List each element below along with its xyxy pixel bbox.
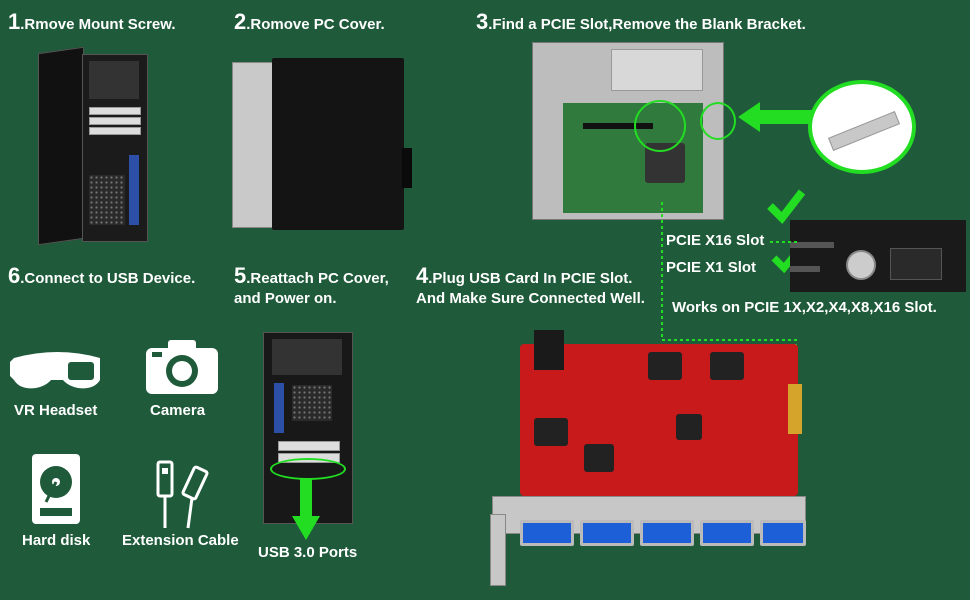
inductor — [534, 418, 568, 446]
usb-3-port — [580, 520, 634, 546]
pc-rear-with-card-image — [263, 332, 353, 524]
works-on-text: Works on PCIE 1X,X2,X4,X8,X16 Slot. — [672, 299, 937, 316]
usb-3-port — [760, 520, 806, 546]
vr-headset-icon — [10, 352, 100, 389]
inductor — [584, 444, 614, 472]
extension-cable-icon — [156, 460, 209, 529]
pcie-x16-slot-label: PCIE X16 Slot — [666, 232, 765, 249]
inductor — [710, 352, 744, 380]
pcie-gold-connector — [788, 384, 802, 434]
vr-headset-label: VR Headset — [14, 402, 98, 419]
pcie-slot-highlight-circle — [634, 100, 686, 152]
step-4-label: 4.Plug USB Card In PCIE Slot. And Make S… — [416, 263, 645, 309]
side-cover-panel — [272, 58, 404, 230]
controller-chip — [676, 414, 702, 440]
board-chip — [890, 248, 942, 280]
pc-cover-removal-image — [232, 58, 412, 230]
step-6-number: 6 — [8, 263, 21, 288]
usb-3-port — [640, 520, 694, 546]
step-4-number: 4 — [416, 263, 429, 288]
usb-3-port — [700, 520, 754, 546]
step-4-line2: And Make Sure Connected Well. — [416, 290, 645, 307]
psu-area — [272, 339, 342, 375]
pc-tower-rear-image — [38, 46, 148, 246]
camera-label: Camera — [150, 402, 206, 419]
step-2-number: 2 — [234, 9, 247, 34]
x1-slot — [790, 266, 820, 272]
usb-ports-highlight-ring — [270, 458, 346, 480]
pcie-x1-slot-label: PCIE X1 Slot — [666, 259, 757, 276]
blank-bracket-image — [808, 80, 916, 174]
expansion-slot-cover — [278, 441, 340, 451]
step-1-number: 1 — [8, 9, 21, 34]
tower-side-panel — [38, 46, 84, 246]
extension-cable-label: Extension Cable — [122, 532, 239, 549]
step-1-text: .Rmove Mount Screw. — [20, 16, 176, 33]
down-arrow-icon — [292, 478, 320, 540]
step-6-label: 6.Connect to USB Device. — [8, 263, 196, 289]
tower-back-panel — [82, 54, 148, 242]
open-pc-motherboard-image — [532, 42, 724, 220]
power-supply-unit — [611, 49, 703, 91]
step-1-label: 1.Rmove Mount Screw. — [8, 9, 176, 35]
expansion-slot-cover — [89, 127, 141, 135]
motherboard-closeup-image — [790, 220, 966, 292]
expansion-slot-cover — [89, 107, 141, 115]
bracket-metal — [827, 111, 901, 151]
blank-bracket-highlight-circle — [700, 102, 736, 140]
usb-ports-label: USB 3.0 Ports — [258, 544, 358, 561]
inductor — [648, 352, 682, 380]
usb-3-port — [520, 520, 574, 546]
step-5-label: 5.Reattach PC Cover, and Power on. — [234, 263, 389, 309]
cmos-battery — [846, 250, 876, 280]
fan-grill — [292, 385, 332, 421]
hard-disk-label: Hard disk — [22, 532, 91, 549]
step-5-number: 5 — [234, 263, 247, 288]
step-3-number: 3 — [476, 9, 489, 34]
step-2-label: 2.Romove PC Cover. — [234, 9, 385, 35]
fan-grill — [89, 175, 125, 225]
step-5-line1: .Reattach PC Cover, — [246, 270, 389, 287]
step-3-text: .Find a PCIE Slot,Remove the Blank Brack… — [488, 16, 806, 33]
psu-area — [89, 61, 139, 99]
step-2-text: .Romove PC Cover. — [246, 16, 385, 33]
step-3-label: 3.Find a PCIE Slot,Remove the Blank Brac… — [476, 9, 806, 35]
camera-icon — [146, 340, 218, 394]
usb-pcie-card-image — [520, 330, 802, 496]
usb-header-connector — [534, 330, 564, 370]
hard-disk-icon — [32, 454, 80, 524]
board-silkscreen — [810, 220, 960, 236]
io-ports — [129, 155, 139, 225]
bracket-tab — [490, 514, 506, 586]
step-5-line2: and Power on. — [234, 290, 337, 307]
step-4-line1: .Plug USB Card In PCIE Slot. — [428, 270, 633, 287]
pcie-slot-on-board — [583, 123, 653, 129]
x16-slot — [790, 242, 834, 248]
left-arrow-icon — [738, 102, 812, 132]
cover-handle — [402, 148, 412, 188]
expansion-slot-cover — [89, 117, 141, 125]
io-ports — [274, 383, 284, 433]
step-6-text: .Connect to USB Device. — [20, 270, 196, 287]
